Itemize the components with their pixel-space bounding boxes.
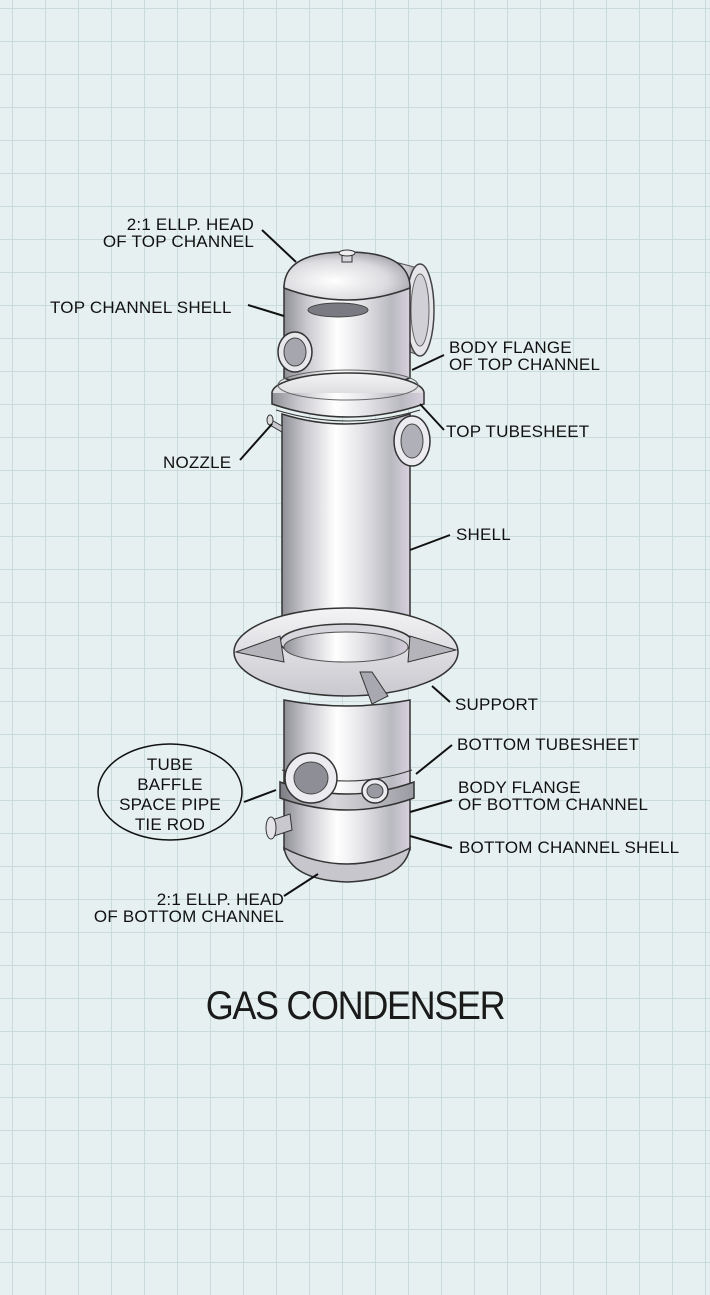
label-shell: SHELL bbox=[456, 525, 511, 544]
label-body-flange-bottom-line2: OF BOTTOM CHANNEL bbox=[458, 795, 649, 814]
label-head-bottom-line2: OF BOTTOM CHANNEL bbox=[93, 907, 284, 926]
bottom-channel bbox=[265, 699, 415, 883]
label-internals-tie-rod: TIE ROD bbox=[134, 815, 206, 834]
label-body-flange-top: BODY FLANGE OF TOP CHANNEL bbox=[449, 339, 600, 373]
label-body-flange-bottom-line1: BODY FLANGE bbox=[458, 778, 581, 797]
label-head-top-line1: 2:1 ELLP. HEAD bbox=[126, 215, 254, 234]
leader-lines bbox=[239, 229, 453, 897]
label-internals-space-pipe: SPACE PIPE bbox=[119, 795, 221, 814]
label-head-top-line2: OF TOP CHANNEL bbox=[102, 232, 254, 251]
support-ring bbox=[233, 607, 459, 705]
label-internals: TUBE BAFFLE SPACE PIPE TIE ROD bbox=[100, 755, 240, 835]
label-top-channel-shell: TOP CHANNEL SHELL bbox=[50, 298, 232, 317]
internals-callout bbox=[97, 743, 243, 841]
label-bottom-channel-shell: BOTTOM CHANNEL SHELL bbox=[459, 838, 680, 857]
top-flange bbox=[271, 369, 425, 422]
label-internals-baffle: BAFFLE bbox=[137, 775, 203, 794]
label-nozzle: NOZZLE bbox=[163, 453, 232, 472]
label-body-flange-bottom: BODY FLANGE OF BOTTOM CHANNEL bbox=[458, 779, 648, 813]
label-head-top: 2:1 ELLP. HEAD OF TOP CHANNEL bbox=[58, 216, 254, 250]
label-support: SUPPORT bbox=[455, 695, 539, 714]
label-head-bottom: 2:1 ELLP. HEAD OF BOTTOM CHANNEL bbox=[60, 891, 284, 925]
label-body-flange-top-line2: OF TOP CHANNEL bbox=[449, 355, 601, 374]
label-top-tubesheet: TOP TUBESHEET bbox=[446, 422, 590, 441]
label-body-flange-top-line1: BODY FLANGE bbox=[449, 338, 572, 357]
top-channel bbox=[277, 249, 435, 391]
label-internals-tube: TUBE bbox=[146, 755, 194, 774]
label-bottom-tubesheet: BOTTOM TUBESHEET bbox=[457, 735, 640, 754]
page-title: GAS CONDENSER bbox=[205, 984, 506, 1028]
label-head-bottom-line1: 2:1 ELLP. HEAD bbox=[156, 890, 284, 909]
